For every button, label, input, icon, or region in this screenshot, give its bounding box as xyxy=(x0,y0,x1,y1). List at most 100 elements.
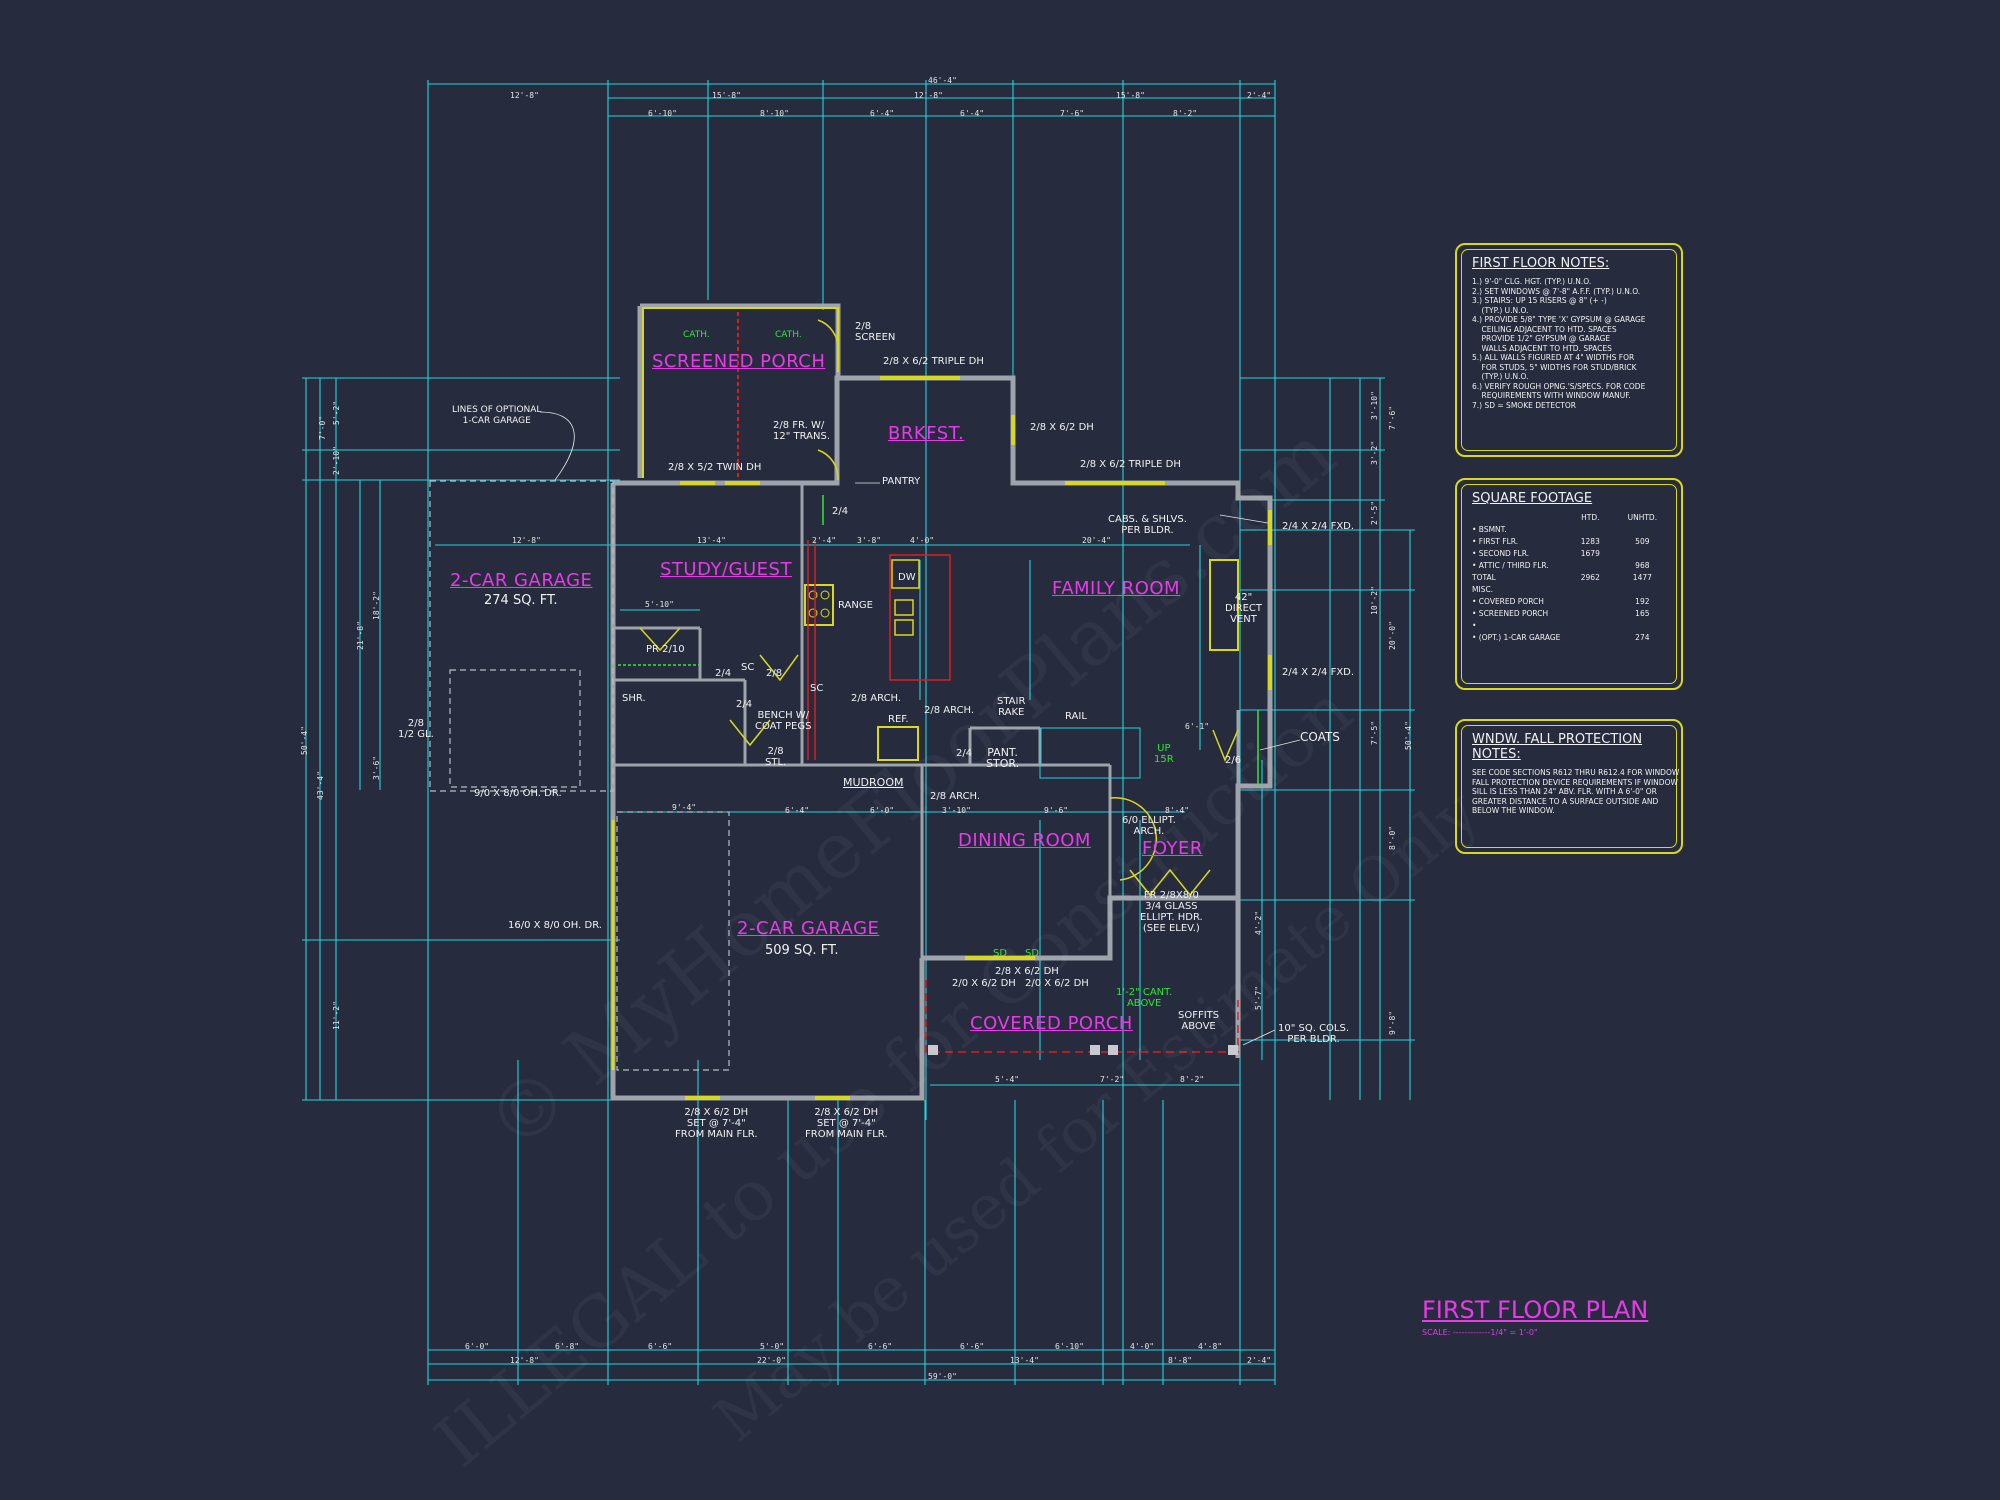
dimension-bottom-row2-7: 6'-10" xyxy=(1055,1342,1084,1351)
smoke-detector-label-1: SD xyxy=(993,948,1008,959)
covered-porch-outline xyxy=(925,980,1239,1053)
dimension-bottom-row2-8: 4'-0" xyxy=(1130,1342,1155,1351)
dimension-interior-15: 5'-4" xyxy=(995,1075,1020,1084)
twin-dh-label: 2/8 x 5/2 TWIN DH xyxy=(668,462,762,473)
bench-label: BENCH W/ COAT PEGS xyxy=(755,710,812,732)
dimension-right-12: 9'-8" xyxy=(1388,1010,1397,1035)
dimension-bottom-row2-2: 6'-8" xyxy=(555,1342,580,1351)
dimension-right-2: 7'-6" xyxy=(1388,405,1397,430)
dimension-left-3: 2'-10" xyxy=(332,446,341,475)
dimension-interior-14: 6'-1" xyxy=(1185,722,1210,731)
large-overhead-door-label: 16/0 X 8/0 OH. DR. xyxy=(508,920,602,931)
pantry-label: PANTRY xyxy=(882,476,921,487)
plan-scale: SCALE: -------------1/4" = 1'-0" xyxy=(1422,1328,1538,1337)
stairs-up-label: UP 15R xyxy=(1154,743,1174,765)
dimension-bottom-row2-9: 4'-8" xyxy=(1198,1342,1223,1351)
screened-porch-frame xyxy=(642,307,839,478)
dimension-right-7: 7'-5" xyxy=(1370,720,1379,745)
square-footage-row: • BSMNT. xyxy=(1472,524,1666,536)
sqft-area-label: • ATTIC / THIRD FLR. xyxy=(1472,561,1549,570)
room-covered-porch: COVERED PORCH xyxy=(970,1013,1133,1034)
sqft-area-label: • BSMNT. xyxy=(1472,525,1507,534)
arch-label-3: 2/8 ARCH. xyxy=(930,791,981,802)
arch-label-2: 2/8 ARCH. xyxy=(924,705,975,716)
porch-window-label-a: 2/0 x 6/2 DH xyxy=(952,978,1016,989)
sqft-heated-value xyxy=(1562,584,1619,596)
dimension-left-4: 21'-8" xyxy=(356,621,365,650)
fr-trans-label: 2/8 FR. W/ 12" TRANS. xyxy=(773,420,831,442)
sqft-heated-value: 1283 xyxy=(1580,537,1600,546)
dimension-top-5: 2'-4" xyxy=(1247,91,1272,100)
brkfst-dh-label: 2/8 x 6/2 DH xyxy=(1030,422,1094,433)
sqft-heated-value xyxy=(1562,560,1619,572)
sqft-area-label: • SCREENED PORCH xyxy=(1472,609,1549,618)
dimension-left-8: 43'-4" xyxy=(316,771,325,800)
dimension-interior-2: 13'-4" xyxy=(697,536,726,545)
triple-dh-mid-label: 2/8 x 6/2 TRIPLE DH xyxy=(1080,459,1181,470)
first-floor-note-3: 3.) STAIRS: UP 15 RISERS @ 8" (+ -) (TYP… xyxy=(1472,296,1607,315)
garage-window-label-2: 2/8 x 6/2 DH SET @ 7'-4" FROM MAIN FLR. xyxy=(805,1107,888,1140)
dimension-top-row2-3: 6'-4" xyxy=(870,109,895,118)
dimension-interior-6: 20'-4" xyxy=(1082,536,1111,545)
dimension-interior-16: 7'-2" xyxy=(1100,1075,1125,1084)
sqft-area-label: • COVERED PORCH xyxy=(1472,597,1544,606)
kitchen-island xyxy=(804,540,1239,761)
dimension-interior-1: 12'-8" xyxy=(512,536,541,545)
dimension-bottom-2: 22'-0" xyxy=(757,1356,786,1365)
sqft-heated-value: 2962 xyxy=(1580,573,1600,582)
leader-lines xyxy=(539,411,1301,1046)
pantry-storage-label: PANT. STOR. xyxy=(986,746,1020,770)
sqft-heated-value xyxy=(1562,632,1619,644)
square-footage-header: HTD. UNHTD. xyxy=(1472,512,1666,524)
dimension-right-1: 3'-10" xyxy=(1370,391,1379,420)
porch-window-label-b: 2/0 x 6/2 DH xyxy=(1025,978,1089,989)
sqft-unheated-value: 165 xyxy=(1635,609,1650,618)
elliptical-arch-label: 6/0 ELLIPT. ARCH. xyxy=(1122,815,1176,837)
triple-dh-top-label: 2/8 x 6/2 TRIPLE DH xyxy=(883,356,984,367)
soffits-label: SOFFITS ABOVE xyxy=(1178,1010,1220,1032)
sqft-heated-value xyxy=(1562,608,1619,620)
sqft-unheated-value: 274 xyxy=(1635,633,1650,642)
dimension-right-8: 50'-4" xyxy=(1404,721,1413,750)
first-floor-note-6: 6.) VERIFY ROUGH OPNG.'S/SPECS. FOR CODE… xyxy=(1472,381,1646,401)
room-screened-porch: SCREENED PORCH xyxy=(652,351,826,372)
sqft-unheated-value: 1477 xyxy=(1632,573,1652,582)
sc-label-2: SC xyxy=(810,683,824,694)
first-floor-notes-title: FIRST FLOOR NOTES: xyxy=(1472,256,1610,271)
dimension-top-row2-4: 6'-4" xyxy=(960,109,985,118)
cabinets-label: CABS. & SHLVS. PER BLDR. xyxy=(1108,514,1187,536)
window-fall-protection-panel: WNDW. FALL PROTECTION NOTES: SEE CODE SE… xyxy=(1455,719,1683,854)
htd-column-header: HTD. xyxy=(1581,513,1600,522)
dimension-right-3: 3'-2" xyxy=(1370,440,1379,465)
dimension-bottom-row2-6: 6'-6" xyxy=(960,1342,985,1351)
dimension-right-6: 20'-0" xyxy=(1388,621,1397,650)
small-overhead-door-label: 9/0 X 8/0 OH. DR. xyxy=(474,788,562,799)
fixed-window-label-2: 2/4 x 2/4 FXD. xyxy=(1282,667,1355,678)
sqft-heated-value xyxy=(1562,620,1619,632)
first-floor-note-7: 7.) SD = SMOKE DETECTOR xyxy=(1472,400,1576,410)
dimension-left-6: 3'-6" xyxy=(372,755,381,780)
dimension-bottom-overall: 59'-0" xyxy=(928,1372,957,1381)
dimension-interior-17: 8'-2" xyxy=(1180,1075,1205,1084)
cath-label-1: CATH. xyxy=(683,330,710,340)
sqft-area-label: • FIRST FLR. xyxy=(1472,537,1519,546)
shower-label: SHR. xyxy=(622,693,646,704)
room-foyer: FOYER xyxy=(1142,838,1203,859)
dimension-right-4: 2'-5" xyxy=(1370,500,1379,525)
refrigerator-label: REF. xyxy=(888,714,909,725)
sqft-area-label: • SECOND FLR. xyxy=(1472,549,1530,558)
green-accents xyxy=(618,495,1259,786)
square-footage-panel: SQUARE FOOTAGE HTD. UNHTD. • BSMNT.• FIR… xyxy=(1455,478,1683,690)
door-label-24b: 2/4 xyxy=(736,699,753,710)
dimension-right-5: 10'-2" xyxy=(1370,586,1379,615)
dimension-interior-4: 3'-8" xyxy=(857,536,882,545)
dimension-left-1: 7'-0" xyxy=(318,415,327,440)
dimension-top-3: 12'-8" xyxy=(914,91,943,100)
half-glass-door-label: 2/8 1/2 GL. xyxy=(398,718,434,740)
square-footage-row: MISC. xyxy=(1472,584,1666,596)
window-fall-protection-text: SEE CODE SECTIONS R612 THRU R612.4 FOR W… xyxy=(1472,768,1680,815)
rail-label: RAIL xyxy=(1065,711,1087,722)
dimension-top-row2-5: 7'-6" xyxy=(1060,109,1085,118)
